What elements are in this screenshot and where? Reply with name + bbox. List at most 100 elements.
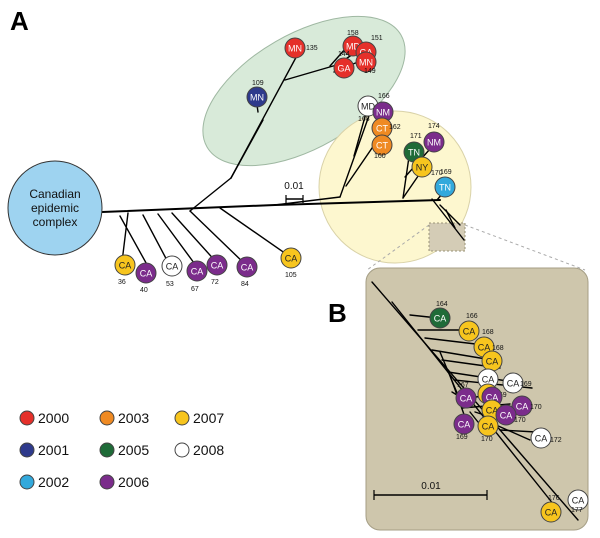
node-circle	[423, 131, 445, 153]
node-state-label: NY	[416, 163, 429, 173]
node-state-label: CA	[191, 267, 204, 277]
node-sample-number: 170	[530, 404, 542, 411]
node-circle	[477, 415, 499, 437]
node-circle	[530, 427, 552, 449]
branch	[230, 119, 264, 179]
node-sample-number: 169	[456, 434, 468, 441]
legend-swatch	[174, 442, 190, 458]
node-circle	[186, 260, 208, 282]
node-circle	[135, 262, 157, 284]
node-state-label: CA	[545, 508, 558, 518]
legend-swatch	[99, 474, 115, 490]
node-circle	[246, 86, 268, 108]
node-sample-number: 168	[492, 345, 504, 352]
branch	[157, 213, 198, 268]
node-sample-number: 36	[118, 279, 126, 286]
node-sample-number: 166	[466, 313, 478, 320]
branch	[274, 196, 341, 206]
node-sample-number: 164	[436, 301, 448, 308]
legend-year: 2005	[118, 442, 149, 458]
node-sample-number: 135	[306, 45, 318, 52]
node-sample-number: 170	[514, 417, 526, 424]
node-state-label: CA	[460, 394, 473, 404]
branch	[439, 204, 461, 226]
legend-year: 2001	[38, 442, 69, 458]
node-state-label: CA	[516, 402, 529, 412]
branch	[495, 424, 531, 441]
node-circle	[114, 254, 136, 276]
node-circle	[355, 51, 377, 73]
legend-swatch	[19, 410, 35, 426]
legend-item: 2001	[19, 442, 69, 458]
legend-swatch	[99, 410, 115, 426]
node-circle	[161, 255, 183, 277]
node-sample-number: 158	[347, 30, 359, 37]
tree-node: CA 166	[458, 313, 480, 342]
node-sample-number: 72	[211, 279, 219, 286]
node-sample-number: 67	[191, 286, 199, 293]
node-circle	[540, 501, 562, 523]
node-sample-number: 168	[482, 329, 494, 336]
legend-year: 2000	[38, 410, 69, 426]
node-sample-number: 167	[457, 382, 469, 389]
tree-a-nodes: MN135MD158GA151GA144MN149MN109MD168NM166…	[114, 30, 456, 294]
node-state-label: CA	[211, 261, 224, 271]
node-state-label: CA	[482, 422, 495, 432]
legend-item: 2006	[99, 474, 149, 490]
branch	[445, 209, 456, 229]
node-state-label: NM	[427, 138, 441, 148]
legend-swatch	[19, 442, 35, 458]
node-circle	[458, 320, 480, 342]
legend-item: 2000	[19, 410, 69, 426]
node-state-label: CA	[482, 375, 495, 385]
branch	[339, 109, 372, 198]
node-sample-number: 174	[428, 123, 440, 130]
scale-bar-b: 0.01	[373, 481, 488, 500]
node-state-label: MD	[346, 42, 360, 52]
node-state-label: CA	[507, 379, 520, 389]
node-state-label: NM	[376, 108, 390, 118]
node-state-label: CA	[434, 314, 447, 324]
tree-node: NM 174	[423, 123, 445, 153]
node-state-label: CT	[376, 124, 388, 134]
node-circle	[511, 395, 533, 417]
tree-node: CA 170	[495, 404, 526, 426]
node-state-label: CA	[463, 327, 476, 337]
tree-b-nodes: CA164CA166CA168CA168CACA169CA169CA167CAC…	[429, 301, 589, 523]
node-circle	[453, 413, 475, 435]
node-sample-number: 144	[338, 51, 350, 58]
node-sample-number: 40	[140, 287, 148, 294]
node-sample-number: 84	[241, 281, 249, 288]
node-state-label: MN	[288, 44, 302, 54]
node-circle	[206, 254, 228, 276]
legend-swatch	[19, 474, 35, 490]
legend-year: 2006	[118, 474, 149, 490]
tree-node: CA 167	[455, 382, 477, 409]
legend-year: 2007	[193, 410, 224, 426]
node-sample-number: 53	[166, 281, 174, 288]
branch	[142, 214, 171, 267]
scale-bar-b-label: 0.01	[421, 481, 441, 492]
branch	[284, 63, 341, 81]
panel-b-background	[365, 267, 589, 531]
node-circle	[371, 134, 393, 156]
node-sample-number: 172	[550, 437, 562, 444]
branch	[189, 177, 232, 212]
branch	[219, 207, 290, 257]
legend-swatch	[99, 442, 115, 458]
tree-node: CA 67	[186, 260, 208, 293]
